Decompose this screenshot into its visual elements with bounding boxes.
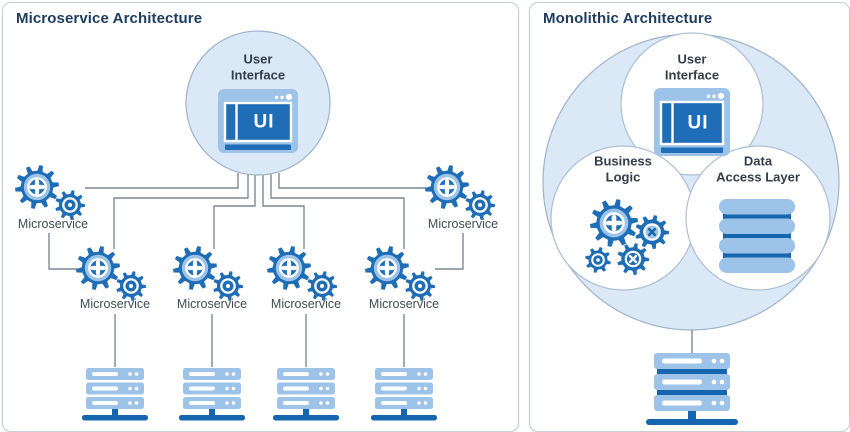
microservice-label: Microservice [428, 217, 498, 231]
server-icons [82, 368, 437, 421]
microservice-architecture-panel: Microservice Architecture User Interface… [2, 2, 519, 432]
microservice-label: Microservice [18, 217, 88, 231]
database-layer [719, 199, 795, 215]
browser-ui-label: UI [254, 112, 275, 133]
server-stand [688, 411, 696, 419]
browser-ui-label: UI [688, 113, 709, 134]
gear-icon [55, 190, 85, 220]
gear-icon [617, 243, 649, 275]
database-layer [719, 238, 795, 254]
browser-footer-bar [225, 144, 291, 150]
browser-window-icon [218, 89, 298, 153]
business-logic-title-line1: Business [594, 154, 652, 169]
microservice-gears [15, 165, 495, 301]
gear-icon [213, 271, 243, 301]
ui-node-title-line1: User [244, 52, 273, 67]
gear-icon [465, 190, 495, 220]
gear-icon [405, 271, 435, 301]
gear-icon [590, 199, 638, 247]
window-dot [280, 95, 284, 100]
server-base [179, 415, 245, 421]
database-layer [719, 218, 795, 234]
browser-footer-bar [661, 147, 723, 153]
panel-title: Monolithic Architecture [543, 10, 713, 27]
data-access-title-line1: Data [744, 154, 773, 169]
database-stack-icon [719, 199, 795, 273]
gear-icon [15, 165, 59, 209]
window-dot [706, 94, 711, 99]
monolithic-architecture-panel: Monolithic Architecture User Interface B… [529, 2, 850, 432]
business-logic-title-line2: Logic [606, 170, 641, 185]
server-icon [273, 368, 339, 421]
browser-ui-icon [654, 88, 730, 156]
gear-icon [365, 246, 409, 290]
server-icon [646, 353, 738, 425]
gear-icon [76, 246, 120, 290]
gear-icon [585, 247, 611, 273]
server-stand [112, 409, 118, 415]
connector-lines [48, 173, 464, 367]
server-stand [401, 409, 407, 415]
browser-ui-icon [218, 89, 298, 153]
window-dot [274, 95, 279, 100]
gear-icon [635, 215, 669, 249]
ui-node-title-line2: Interface [231, 68, 285, 83]
gear-icon [267, 246, 311, 290]
browser-window-icon [654, 88, 730, 156]
ui-node-title-line1: User [678, 52, 707, 67]
window-dot [712, 94, 716, 99]
ui-node-title-line2: Interface [665, 68, 719, 83]
window-dot [717, 92, 725, 100]
server-icon [371, 368, 437, 421]
monolithic-diagram: User Interface Business Logic Data Acces… [542, 32, 840, 425]
microservice-diagram: User Interface UI Microservice Microserv… [15, 30, 498, 421]
server-icon [646, 353, 738, 425]
server-icon [82, 368, 148, 421]
gear-icon [307, 271, 337, 301]
panel-title: Microservice Architecture [16, 10, 203, 27]
business-logic-gears [585, 199, 669, 275]
server-base [371, 415, 437, 421]
server-base [82, 415, 148, 421]
server-stand [209, 409, 215, 415]
data-access-title-line2: Access Layer [716, 170, 800, 185]
database-layer [719, 257, 795, 273]
server-stand [303, 409, 309, 415]
microservice-label: Microservice [177, 297, 247, 311]
server-icon [179, 368, 245, 421]
gear-icon [173, 246, 217, 290]
window-dot [285, 93, 293, 101]
database-icon [719, 199, 795, 273]
server-base [646, 419, 738, 425]
gear-icon [425, 165, 469, 209]
microservice-label: Microservice [80, 297, 150, 311]
microservice-label: Microservice [271, 297, 341, 311]
microservice-label: Microservice [369, 297, 439, 311]
server-base [273, 415, 339, 421]
gear-icon [116, 271, 146, 301]
